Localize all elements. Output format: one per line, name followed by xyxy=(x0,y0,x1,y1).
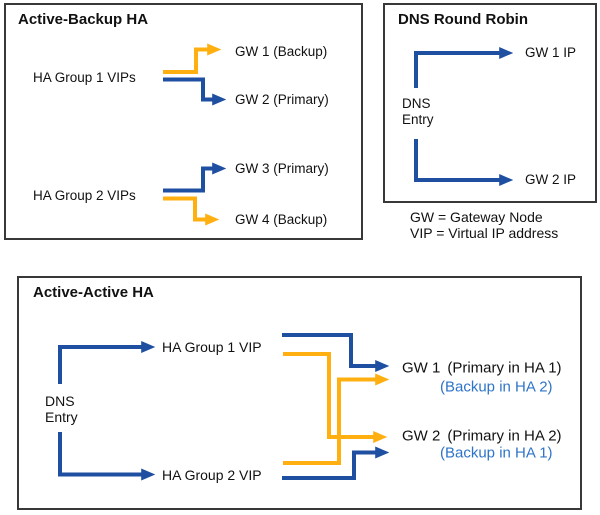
gw1-backup-text: (Backup in HA 2) xyxy=(440,377,553,395)
aa-dns-entry-label: DNS Entry xyxy=(45,393,78,425)
gw2-primary-label: GW 2 (Primary) xyxy=(235,91,329,107)
gw3-primary-label: GW 3 (Primary) xyxy=(235,160,329,176)
gw2-name: GW 2 xyxy=(402,427,441,445)
dns-round-robin-title: DNS Round Robin xyxy=(398,11,528,28)
dns-entry-line1: DNS xyxy=(402,96,431,111)
active-active-title: Active-Active HA xyxy=(33,284,154,301)
panel-dns-round-robin xyxy=(383,3,597,203)
gw2-ip-label: GW 2 IP xyxy=(525,172,577,188)
ha-group-2-vips-label: HA Group 2 VIPs xyxy=(33,188,136,204)
ha-group-1-vip-label: HA Group 1 VIP xyxy=(162,338,262,355)
gw4-backup-label: GW 4 (Backup) xyxy=(235,211,328,227)
gw2-backup-text: (Backup in HA 1) xyxy=(440,443,553,461)
dns-entry-line2: Entry xyxy=(402,112,434,127)
ha-group-2-vip-label: HA Group 2 VIP xyxy=(162,466,262,483)
gw1-backup-label: GW 1 (Backup) xyxy=(235,43,328,59)
ha-group-1-vips-label: HA Group 1 VIPs xyxy=(33,69,136,85)
aa-dns-entry-line2: Entry xyxy=(45,409,78,425)
gw1-primary-line: GW 1 (Primary in HA 1) xyxy=(402,359,562,376)
dns-entry-label: DNS Entry xyxy=(402,96,434,128)
legend: GW = Gateway Node VIP = Virtual IP addre… xyxy=(410,209,559,241)
gw1-primary-text: (Primary in HA 1) xyxy=(447,358,562,376)
panel-active-active xyxy=(17,276,582,510)
legend-gw-line: GW = Gateway Node xyxy=(410,209,543,225)
legend-vip-line: VIP = Virtual IP address xyxy=(410,224,559,241)
gw2-primary-line: GW 2 (Primary in HA 2) xyxy=(402,427,562,444)
panel-active-backup xyxy=(4,3,363,240)
gw1-ip-label: GW 1 IP xyxy=(525,45,577,61)
gw1-name: GW 1 xyxy=(402,358,441,376)
aa-dns-entry-line1: DNS xyxy=(45,393,75,409)
gw2-primary-text: (Primary in HA 2) xyxy=(447,427,562,445)
active-backup-title: Active-Backup HA xyxy=(18,11,149,28)
